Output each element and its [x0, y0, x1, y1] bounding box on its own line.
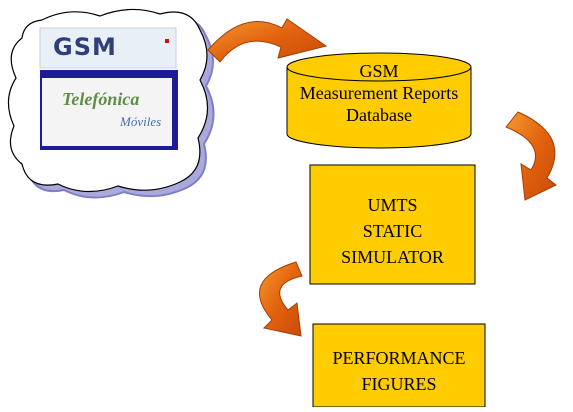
database-label-line-2: Measurement Reports	[299, 83, 459, 103]
arrow-cloud-to-database	[207, 18, 328, 63]
arrow-database-to-simulator	[505, 111, 557, 201]
cylinder-top	[286, 52, 472, 82]
simulator-label-line-1: UMTS	[367, 195, 418, 215]
simulator-label-line-2: STATIC	[362, 221, 423, 241]
cylinder-body	[286, 67, 472, 149]
simulator-label: UMTS STATIC SIMULATOR	[310, 192, 475, 270]
simulator-label-line-3: SIMULATOR	[341, 247, 444, 267]
moviles-logo-text: Móviles	[120, 114, 162, 129]
database-label-line-3: Database	[346, 105, 412, 125]
telefonica-logo-text: Telefónica	[62, 89, 140, 109]
database-cylinder	[286, 52, 472, 149]
performance-label-line-1: PERFORMANCE	[332, 348, 466, 368]
performance-label: PERFORMANCE FIGURES	[313, 345, 485, 397]
arrow-simulator-to-performance	[259, 261, 303, 337]
gsm-logo-dot	[165, 39, 169, 43]
database-label-line-1: GSM	[359, 61, 399, 81]
gsm-logo-panel	[39, 27, 177, 69]
database-label: GSM Measurement Reports Database	[287, 60, 471, 126]
telefonica-logo-panel	[42, 78, 172, 146]
source-cloud	[7, 8, 215, 199]
performance-label-line-2: FIGURES	[361, 374, 437, 394]
simulator-box	[309, 164, 476, 285]
gsm-logo-text: GSM	[53, 33, 117, 61]
